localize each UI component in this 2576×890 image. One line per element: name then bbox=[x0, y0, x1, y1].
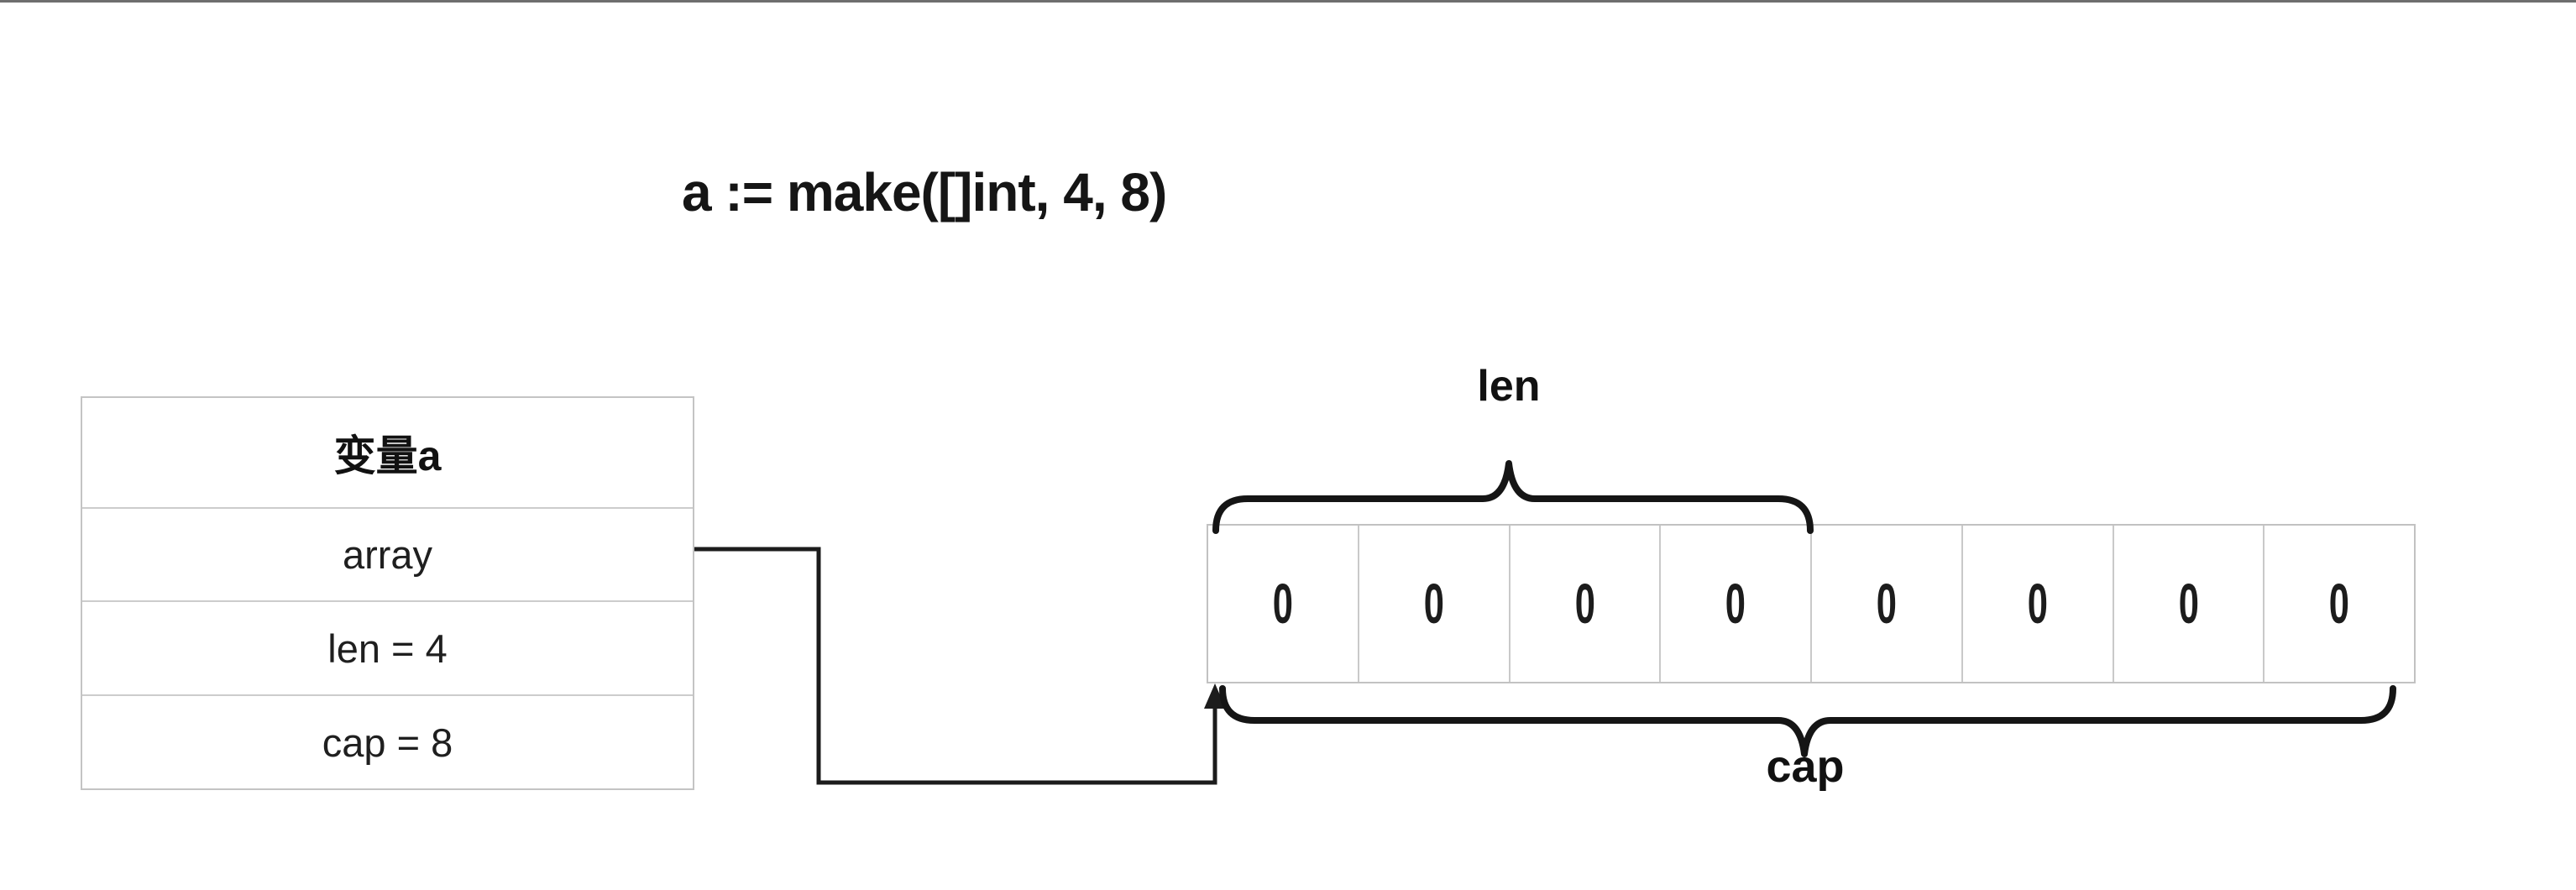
array-pointer-line bbox=[694, 547, 1217, 785]
array-pointer-arrowhead bbox=[1204, 683, 1226, 709]
memory-cell: 0 bbox=[1963, 526, 2114, 682]
code-title: a := make([]int, 4, 8) bbox=[682, 162, 1167, 222]
memory-cell-value: 0 bbox=[1272, 572, 1293, 636]
memory-array: 0 0 0 0 0 0 0 0 bbox=[1207, 524, 2416, 683]
memory-cell: 0 bbox=[2114, 526, 2265, 682]
top-border-rule bbox=[0, 0, 2576, 3]
memory-cell-value: 0 bbox=[1725, 572, 1746, 636]
memory-cell-value: 0 bbox=[1876, 572, 1897, 636]
memory-cell: 0 bbox=[2264, 526, 2414, 682]
len-label: len bbox=[1477, 362, 1541, 411]
variable-table-header: 变量a bbox=[82, 398, 693, 509]
len-brace bbox=[1212, 460, 1814, 534]
memory-cell: 0 bbox=[1661, 526, 1812, 682]
memory-cell: 0 bbox=[1359, 526, 1511, 682]
variable-table-row-cap: cap = 8 bbox=[322, 720, 453, 765]
cap-label: cap bbox=[1766, 741, 1845, 792]
memory-cell-value: 0 bbox=[2178, 572, 2199, 636]
memory-cell-value: 0 bbox=[2329, 572, 2350, 636]
memory-cell-value: 0 bbox=[1574, 572, 1595, 636]
memory-cell-value: 0 bbox=[1423, 572, 1444, 636]
memory-cell: 0 bbox=[1812, 526, 1963, 682]
variable-table-row-array: array bbox=[82, 509, 693, 603]
variable-table: 变量a array len = 4 cap = 8 bbox=[81, 396, 694, 790]
memory-cell: 0 bbox=[1511, 526, 1662, 682]
variable-table-row-len: len = 4 bbox=[82, 602, 693, 697]
memory-cell: 0 bbox=[1208, 526, 1359, 682]
memory-cell-value: 0 bbox=[2027, 572, 2048, 636]
